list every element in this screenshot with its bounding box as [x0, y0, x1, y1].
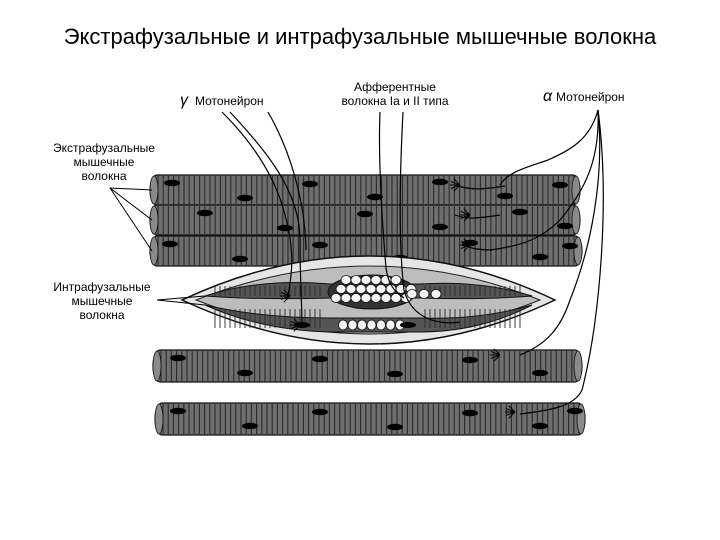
alpha-symbol: α	[543, 88, 553, 105]
extrafusal-fiber	[150, 175, 580, 205]
nucleus	[387, 371, 403, 377]
intrafusal-label-line2: мышечные	[72, 294, 133, 308]
nucleus	[532, 254, 548, 260]
nucleus	[277, 225, 293, 231]
afferent-label-line2: волокна Ia и II типа	[341, 94, 448, 108]
nucleus	[312, 242, 328, 248]
extrafusal-fiber	[155, 403, 585, 435]
muscle-spindle	[182, 256, 555, 344]
nucleus	[532, 423, 548, 429]
nucleus	[237, 370, 253, 376]
nucleus	[462, 410, 478, 416]
intrafusal-label-line3: волокна	[79, 308, 124, 322]
nucleus	[432, 179, 448, 185]
intrafusal-label-line1: Интрафузальные	[53, 280, 151, 294]
nucleus	[562, 243, 578, 249]
nucleus	[302, 181, 318, 187]
nucleus	[557, 223, 573, 229]
nucleus	[242, 423, 258, 429]
afferent-label-line1: Афферентные	[354, 80, 436, 94]
nerve-fiber	[500, 110, 598, 185]
alpha-motoneuron-label: Мотонейрон	[556, 90, 625, 104]
gamma-symbol: γ	[180, 92, 189, 109]
extrafusal-fiber	[150, 205, 580, 235]
extrafusal-label-line1: Экстрафузальные	[53, 141, 155, 155]
nucleus	[232, 256, 248, 262]
nucleus	[237, 195, 253, 201]
nucleus	[162, 241, 178, 247]
nucleus	[462, 357, 478, 363]
nucleus	[532, 370, 548, 376]
extrafusal-label-line2: мышечные	[74, 155, 135, 169]
nucleus	[164, 180, 180, 186]
nucleus	[497, 193, 513, 199]
nucleus	[387, 424, 403, 430]
gamma-motoneuron-label: Мотонейрон	[195, 94, 264, 108]
nucleus	[567, 408, 583, 414]
leader-line	[110, 188, 152, 220]
nucleus	[512, 209, 528, 215]
nucleus	[552, 182, 568, 188]
nucleus	[312, 356, 328, 362]
extrafusal-label-line3: волокна	[81, 169, 126, 183]
nucleus	[312, 409, 328, 415]
nucleus	[432, 224, 448, 230]
nucleus	[197, 210, 213, 216]
leader-line	[110, 188, 152, 251]
extrafusal-fiber	[153, 350, 582, 382]
nucleus	[357, 211, 373, 217]
leader-line	[110, 188, 152, 190]
nucleus	[170, 408, 186, 414]
nucleus	[170, 355, 186, 361]
